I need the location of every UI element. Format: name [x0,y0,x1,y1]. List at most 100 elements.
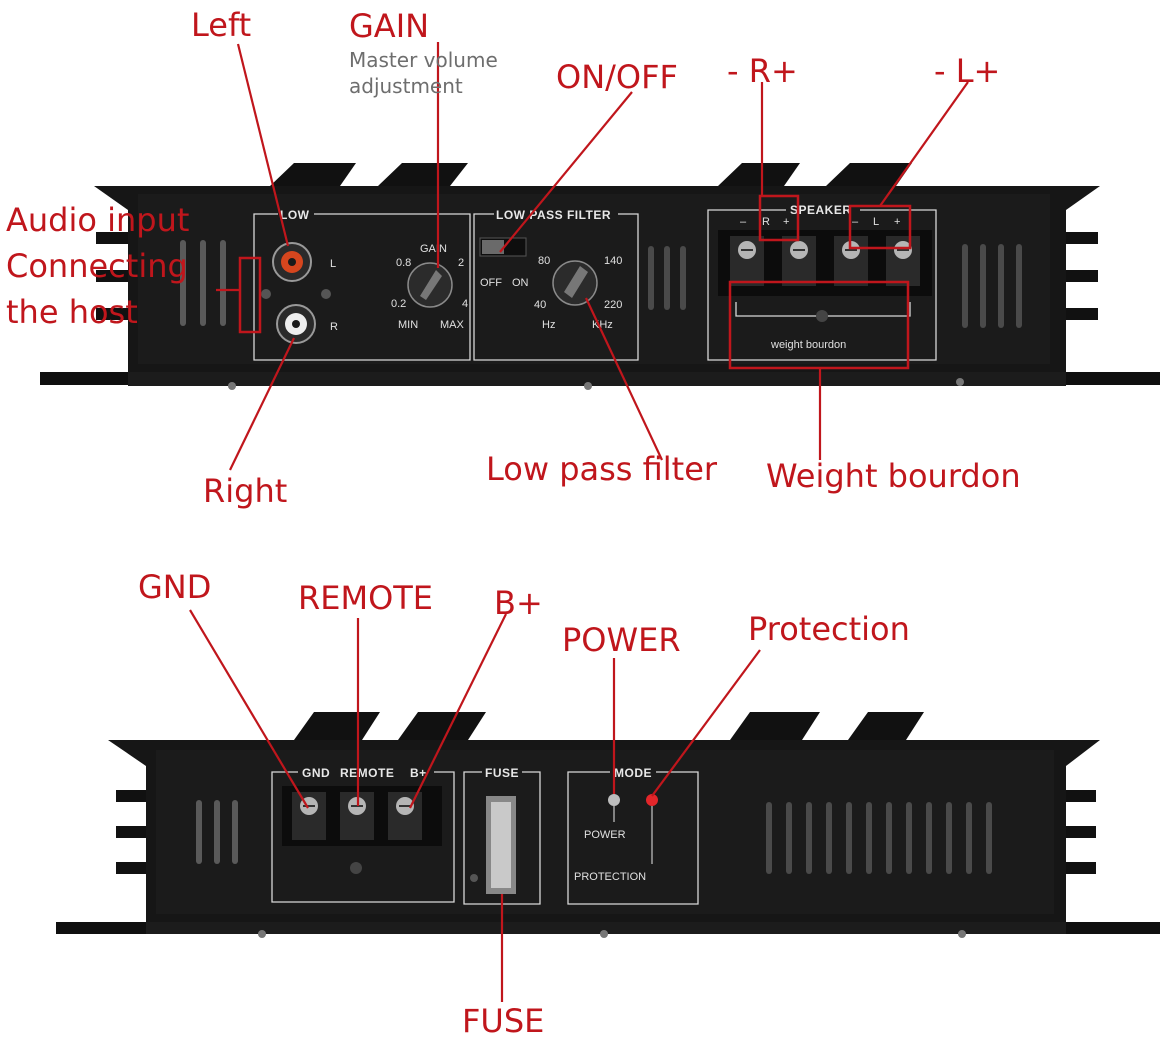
low-input-panel: LOW L R GAIN 0.8 2 0.2 4 [253,208,471,361]
leader-gnd [189,609,309,809]
bottom-flange-right [1066,922,1160,934]
leader-onoff [499,91,633,253]
foot-screw [956,378,964,386]
leader-lpf [585,297,663,461]
gain-scale-02: 0.2 [391,298,406,310]
callout-bplus: B+ [494,584,543,622]
top-vents-left [180,240,226,326]
callout-power: POWER [562,621,681,659]
fuse-holder[interactable] [486,796,516,894]
power-led-label: POWER [584,829,626,841]
bottom-base [146,922,1066,934]
remote-panel-label: REMOTE [340,766,394,780]
foot-screw [228,382,236,390]
gain-knob[interactable] [407,262,453,308]
mode-panel: MODE POWER PROTECTION [567,766,699,905]
top-side-fin [96,308,128,320]
low-pass-filter-panel: LOW PASS FILTER OFF ON 80 140 40 220 Hz … [473,208,639,361]
khz-label: KHz [592,319,613,331]
rca-right-jack[interactable] [276,304,316,344]
speaker-terminal-r-minus[interactable] [730,236,764,286]
top-side-fin [96,270,128,282]
callout-low-pass-filter: Low pass filter [486,450,718,488]
protection-led [646,794,658,806]
top-side-fin [1066,232,1098,244]
gnd-panel-label: GND [302,766,330,780]
callout-audio-input-2: Connecting [6,247,188,285]
gain-scale-2: 2 [458,257,464,269]
speaker-r-label: R [762,216,770,228]
speaker-terminal-r-plus[interactable] [782,236,816,286]
panel-screw [321,289,331,299]
lpf-scale-220: 220 [604,299,622,311]
top-vents-right [962,244,1022,328]
speaker-terminal-l-plus[interactable] [886,236,920,286]
low-panel-label: LOW [280,208,310,222]
callout-labels: Left GAIN Master volume adjustment ON/OF… [6,6,1021,1040]
leader-l [879,81,969,207]
top-flange-right [1066,372,1160,385]
callout-right: Right [203,472,287,510]
top-side-fin [1066,270,1098,282]
rca-left-jack[interactable] [272,242,312,282]
mode-panel-label: MODE [614,766,652,780]
power-terminal-panel: GND REMOTE B+ [271,766,455,903]
protection-led-label: PROTECTION [574,871,646,883]
leader-lines [189,42,969,1002]
bplus-panel-label: B+ [410,766,427,780]
switch-off-label: OFF [480,277,502,289]
panel-screw [261,289,271,299]
top-fin-1 [270,163,356,186]
callout-weight-bourdon: Weight bourdon [766,457,1021,495]
top-fin-4 [826,163,912,186]
bottom-flange-left [56,922,146,934]
bottom-fin-2 [398,712,486,740]
callout-gain-sub-2: adjustment [349,74,463,98]
bottom-fin-1 [294,712,380,740]
lpf-frequency-knob[interactable] [552,260,598,306]
foot-screw [258,930,266,938]
speaker-panel: SPEAKER – R + – L + [707,203,937,361]
lpf-panel-label: LOW PASS FILTER [496,208,611,222]
top-fin-3 [718,163,800,186]
bottom-side-fin [1066,790,1096,802]
leader-protection [651,649,761,797]
top-flange-left [40,372,128,385]
gain-scale-4: 4 [462,298,468,310]
gnd-terminal[interactable] [292,792,326,840]
gain-max-label: MAX [440,319,465,331]
lpf-scale-140: 140 [604,255,622,267]
foot-screw [958,930,966,938]
foot-screw [584,382,592,390]
callout-left: Left [191,6,251,44]
top-side-fin [96,232,128,244]
callout-audio-input-3: the host [6,293,138,331]
speaker-r-plus: + [783,216,789,228]
callout-fuse: FUSE [462,1002,544,1040]
speaker-l-label: L [873,216,879,228]
speaker-r-minus: – [740,216,747,228]
callout-protection: Protection [748,610,910,648]
bplus-terminal[interactable] [388,792,422,840]
bottom-side-fin [116,862,146,874]
panel-screw [816,310,828,322]
bottom-vents-right [766,802,992,874]
rca-highlight-box [238,256,262,334]
leader-right [229,337,295,471]
bottom-vents-left [196,800,238,864]
callout-l: - L+ [934,52,1000,90]
hz-label: Hz [542,319,555,331]
top-base [128,372,1066,386]
r-terminal-highlight-box [758,194,800,242]
callout-remote: REMOTE [298,579,433,617]
leader-left [236,43,290,247]
rca-r-label: R [330,321,338,333]
callout-gain: GAIN [349,7,429,45]
bottom-amplifier: GND REMOTE B+ FUSE [56,712,1160,938]
bottom-side-fin [1066,862,1096,874]
bottom-side-fin [116,826,146,838]
callout-audio-input-1: Audio input [6,201,189,239]
callout-gnd: GND [138,568,211,606]
lpf-scale-40: 40 [534,299,546,311]
